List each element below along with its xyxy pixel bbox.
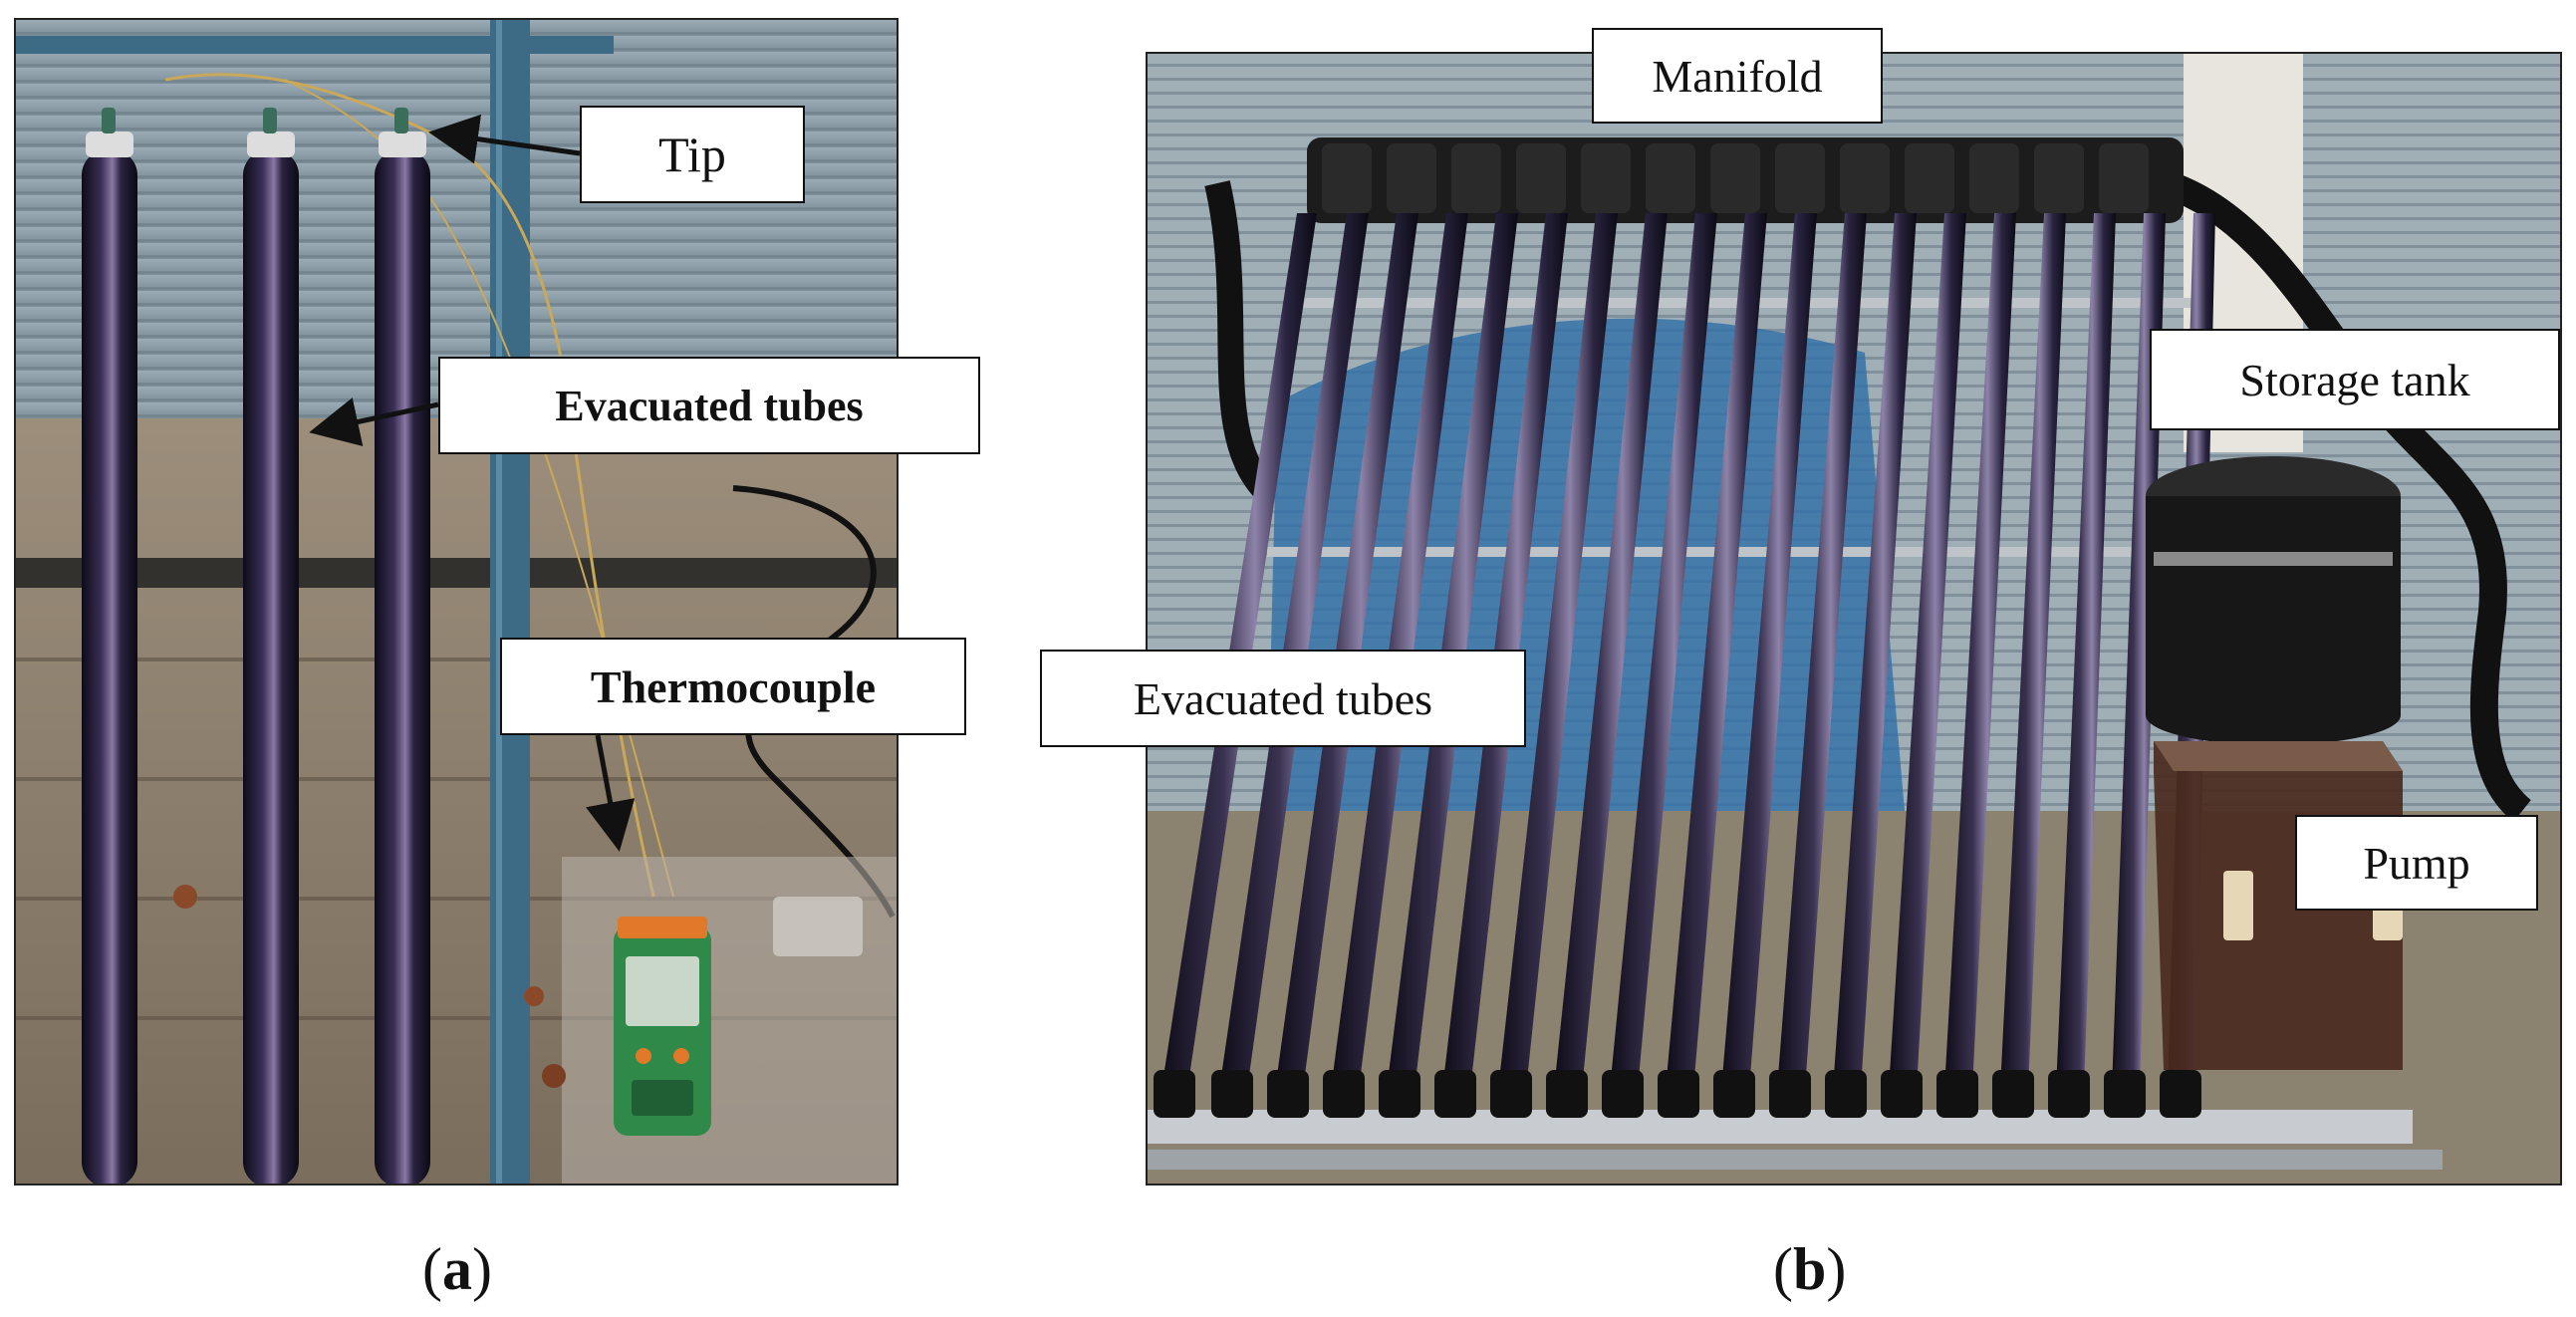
label-storage-tank: Storage tank <box>2150 329 2560 430</box>
label-pump: Pump <box>2295 815 2538 911</box>
label-evacuated-tubes-a: Evacuated tubes <box>438 357 980 454</box>
label-tip: Tip <box>580 106 805 203</box>
caption-a: (a) <box>422 1236 492 1302</box>
photo-panel-a <box>14 18 899 1185</box>
evacuated-tube-test-photo <box>16 20 897 1184</box>
solar-collector-setup-photo <box>1148 54 2560 1184</box>
label-manifold: Manifold <box>1592 28 1883 124</box>
label-thermocouple: Thermocouple <box>500 638 966 735</box>
caption-b: (b) <box>1773 1236 1847 1302</box>
label-evacuated-tubes-b: Evacuated tubes <box>1040 650 1526 747</box>
photo-panel-b <box>1146 52 2562 1185</box>
